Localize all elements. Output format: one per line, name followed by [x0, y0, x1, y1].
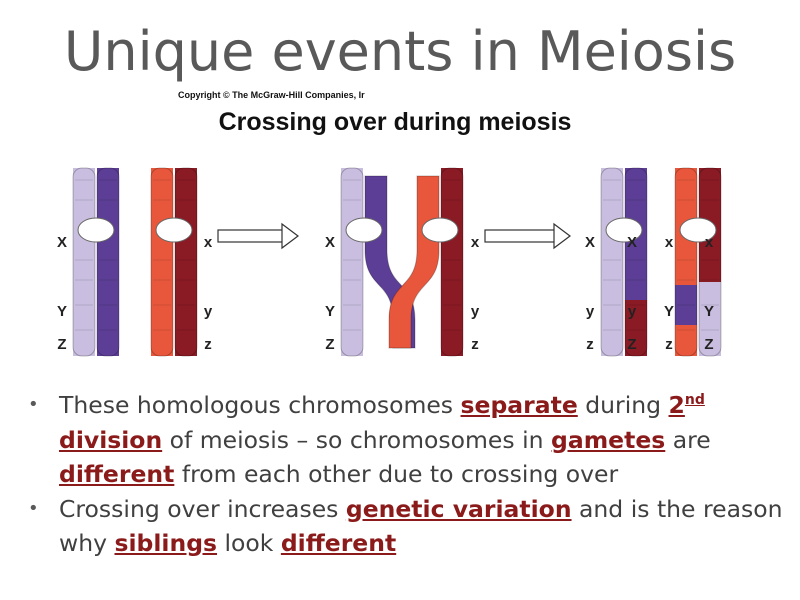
gene-label: X [627, 234, 637, 251]
key-term: nd [685, 392, 705, 408]
bullet-text: during [578, 391, 669, 419]
bullet-list: • These homologous chromosomes separate d… [22, 388, 792, 561]
gene-label: Y [664, 303, 674, 320]
gene-label: z [471, 336, 479, 353]
centromere [78, 218, 114, 242]
chromatid [73, 168, 95, 356]
arrow-icon [485, 230, 556, 242]
key-term: different [281, 529, 396, 557]
centromere [156, 218, 192, 242]
gene-label: y [628, 303, 637, 320]
arrow-icon [554, 224, 570, 248]
figure-title: Crossing over during meiosis [0, 108, 790, 137]
key-term: gametes [551, 426, 665, 454]
gene-label: z [204, 336, 212, 353]
chromatid [675, 168, 697, 356]
copyright-note: Copyright © The McGraw-Hill Companies, I… [178, 90, 365, 100]
bullet-text: are [665, 426, 710, 454]
chromatid [341, 168, 363, 356]
chromatid-segment [441, 176, 463, 348]
bullet-text: Crossing over increases [59, 495, 346, 523]
bullet-dot: • [28, 492, 39, 527]
chromatid-segment [175, 176, 197, 348]
chromatid-segment [151, 176, 173, 348]
bullet-item: • Crossing over increases genetic variati… [22, 492, 792, 561]
chromatid [699, 168, 721, 356]
chromatid [625, 168, 647, 356]
key-term: siblings [115, 529, 218, 557]
key-term: different [59, 460, 174, 488]
gene-label: X [57, 234, 67, 251]
key-term: 2 [669, 391, 685, 419]
gene-label: z [665, 336, 673, 353]
chromatid-segment [601, 176, 623, 348]
bullet-text: These homologous chromosomes [59, 391, 461, 419]
gene-label: Y [704, 303, 714, 320]
gene-label: Y [57, 303, 67, 320]
chromatid-segment [341, 176, 363, 348]
arrow-icon [218, 230, 284, 242]
gene-label: Z [57, 336, 66, 353]
gene-label: x [705, 234, 714, 251]
gene-label: X [585, 234, 595, 251]
bullet-text: look [217, 529, 281, 557]
chromatid [601, 168, 623, 356]
key-term: genetic variation [346, 495, 572, 523]
slide-title: Unique events in Meiosis [0, 20, 800, 84]
bullet-dot: • [28, 388, 39, 423]
bullet-item: • These homologous chromosomes separate d… [22, 388, 792, 492]
arrow-icon [282, 224, 298, 248]
gene-label: x [204, 234, 213, 251]
gene-label: Z [627, 336, 636, 353]
key-term: division [59, 426, 162, 454]
chromatid [151, 168, 173, 356]
centromere [422, 218, 458, 242]
gene-label: y [586, 303, 595, 320]
gene-label: Z [325, 336, 334, 353]
gene-label: x [471, 234, 480, 251]
key-term: separate [461, 391, 578, 419]
centromere [346, 218, 382, 242]
gene-label: Y [325, 303, 335, 320]
gene-label: X [325, 234, 335, 251]
chromatid-segment [73, 176, 95, 348]
gene-label: Z [704, 336, 713, 353]
gene-label: y [471, 303, 480, 320]
bullet-text: of meiosis – so chromosomes in [162, 426, 551, 454]
gene-label: x [665, 234, 674, 251]
chromatid [175, 168, 197, 356]
chromatid-segment [97, 176, 119, 348]
gene-label: z [586, 336, 594, 353]
gene-label: y [204, 303, 213, 320]
chromatid [97, 168, 119, 356]
chromatid [441, 168, 463, 356]
bullet-text: from each other due to crossing over [174, 460, 618, 488]
